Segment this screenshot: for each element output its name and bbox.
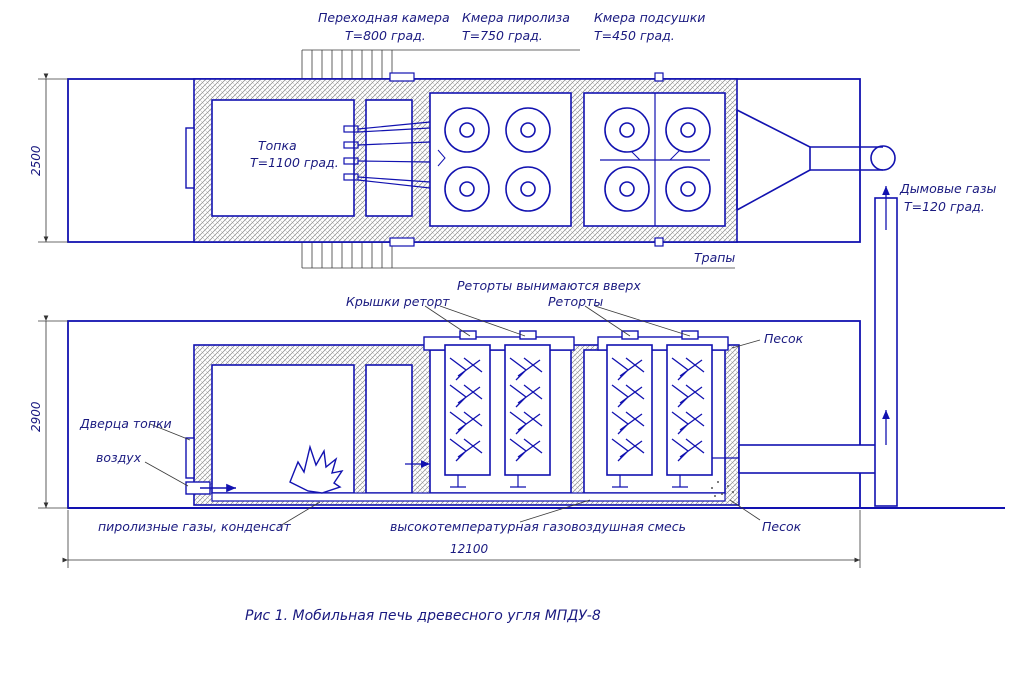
width-dim-label: 2500	[29, 145, 43, 176]
firebox-door-top	[185, 127, 195, 189]
leader-lines	[144, 305, 761, 527]
firebox-chamber	[211, 99, 355, 217]
label-pyrolysis-gases: пиролизные газы, конденсат	[98, 519, 291, 534]
figure-caption: Рис 1. Мобильная печь древесного угля МП…	[245, 608, 601, 624]
flame-icon	[289, 444, 344, 494]
label-retorts: Реторты	[548, 294, 603, 309]
hatch-top	[389, 72, 415, 82]
label-firebox-temp: T=1100 град.	[250, 155, 339, 170]
length-dim-label: 12100	[450, 542, 489, 556]
label-firebox: Топка	[258, 138, 297, 153]
label-ladders: Трапы	[694, 250, 735, 265]
sand-fill	[711, 481, 734, 497]
label-sand-top: Песок	[764, 331, 804, 346]
transition-chamber	[365, 99, 413, 217]
pyrolysis-chamber	[429, 92, 572, 227]
dimension-height-side: 2900	[29, 315, 68, 509]
dimension-length: 12100	[62, 510, 861, 568]
label-firebox-door: Дверца топки	[79, 416, 172, 431]
label-hot-mix: высокотемпературная газовоздушная смесь	[390, 519, 686, 534]
transition-side	[365, 364, 413, 494]
label-flue-temp: T=120 град.	[904, 199, 985, 214]
nozzles-top	[343, 121, 431, 189]
ladders-bottom	[301, 242, 735, 269]
bottom-channel	[211, 492, 726, 502]
label-drying-chamber: Кмера подсушки	[594, 10, 705, 25]
height-dim-label: 2900	[29, 401, 43, 432]
label-air: воздух	[96, 450, 142, 465]
dimension-width-top: 2500	[29, 73, 68, 243]
exhaust-pipe	[738, 197, 898, 507]
side-view: 2900 12100 Реторты вынимаются вверх Крыш…	[29, 186, 1005, 568]
firebox-door-side	[185, 437, 195, 479]
ladders-top	[301, 49, 580, 79]
label-pyrolysis-temp: T=750 град.	[462, 28, 543, 43]
label-transition-chamber: Переходная камера	[318, 10, 450, 25]
top-view: 2500 Переходная камера T=800 град. Кмера…	[29, 10, 996, 269]
label-transition-temp: T=800 град.	[345, 28, 426, 43]
flue-hood-top	[736, 109, 896, 211]
label-drying-temp: T=450 град.	[594, 28, 675, 43]
label-pyrolysis-chamber: Кмера пиролиза	[462, 10, 570, 25]
pyrolysis-retorts-top	[437, 107, 551, 212]
label-sand-bottom: Песок	[762, 519, 802, 534]
label-retort-lids: Крышки реторт	[346, 294, 450, 309]
hatch-bottom	[389, 237, 415, 247]
retorts-side	[444, 344, 713, 488]
label-flue-gases: Дымовые газы	[899, 181, 996, 196]
label-retorts-up: Реторты вынимаются вверх	[457, 278, 641, 293]
drying-retorts-top	[600, 93, 711, 226]
